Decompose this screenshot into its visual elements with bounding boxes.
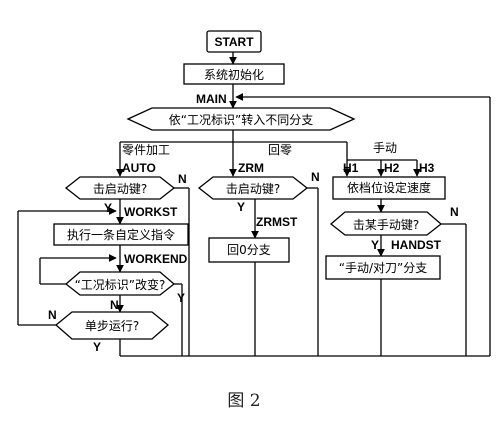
- zrm-start-check-label: 击启动键?: [226, 182, 280, 196]
- zrm-start-check-yes: Y: [237, 200, 245, 214]
- exec-command-label: 执行一条自定义指令: [67, 227, 175, 242]
- branch-part-processing: 零件加工: [122, 143, 170, 157]
- status-changed-label: “工况标识”改变?: [75, 277, 166, 292]
- init-node: 系统初始化: [183, 63, 285, 85]
- single-step-decision: 单步运行?: [54, 311, 170, 340]
- h1-label: H1: [343, 161, 359, 175]
- auto-start-check-decision: 击启动键?: [64, 176, 176, 200]
- zrm-start-check-decision: 击启动键?: [197, 176, 309, 200]
- zero-branch-label: 回0分支: [227, 243, 271, 257]
- auto-label: AUTO: [122, 161, 156, 175]
- manual-key-check-no: N: [450, 205, 459, 219]
- manual-branch-node: “手动/对刀”分支: [325, 255, 441, 280]
- workend-label: WORKEND: [124, 252, 188, 266]
- start-node: START: [206, 30, 262, 53]
- status-changed-decision: “工况标识”改变?: [64, 271, 176, 296]
- figure-caption: 图 2: [227, 391, 260, 411]
- branch-return-zero: 回零: [268, 143, 292, 157]
- exec-command-node: 执行一条自定义指令: [53, 223, 189, 246]
- main-label: MAIN: [196, 92, 227, 106]
- speed-by-gear-label: 依档位设定速度: [347, 180, 431, 195]
- h2-label: H2: [384, 161, 400, 175]
- zrm-label: ZRM: [238, 161, 264, 175]
- dispatch-decision: 依“工况标识”转入不同分支: [126, 107, 356, 131]
- workst-label: WORKST: [124, 205, 178, 219]
- zrm-start-check-no: N: [311, 170, 320, 184]
- status-changed-no: N: [110, 298, 119, 312]
- manual-key-check-yes: Y: [371, 238, 379, 252]
- start-label: START: [214, 35, 254, 49]
- speed-by-gear-node: 依档位设定速度: [332, 176, 446, 200]
- dispatch-label: 依“工况标识”转入不同分支: [169, 112, 313, 127]
- single-step-no: N: [48, 308, 57, 322]
- zrmst-label: ZRMST: [256, 215, 298, 229]
- zero-branch-node: 回0分支: [208, 237, 290, 263]
- status-changed-yes: Y: [177, 291, 185, 305]
- manual-branch-label: “手动/对刀”分支: [339, 261, 427, 275]
- manual-key-check-label: 击某手动键?: [353, 218, 419, 232]
- branch-manual: 手动: [373, 141, 397, 155]
- manual-key-check-decision: 击某手动键?: [329, 211, 443, 236]
- handst-label: HANDST: [391, 238, 442, 252]
- single-step-yes: Y: [93, 340, 101, 354]
- auto-start-check-yes: Y: [104, 201, 112, 215]
- auto-start-check-no: N: [178, 172, 187, 186]
- init-label: 系统初始化: [204, 68, 264, 82]
- single-step-label: 单步运行?: [85, 319, 139, 333]
- connector-lines: [17, 52, 491, 357]
- auto-start-check-label: 击启动键?: [93, 182, 147, 196]
- h3-label: H3: [419, 161, 435, 175]
